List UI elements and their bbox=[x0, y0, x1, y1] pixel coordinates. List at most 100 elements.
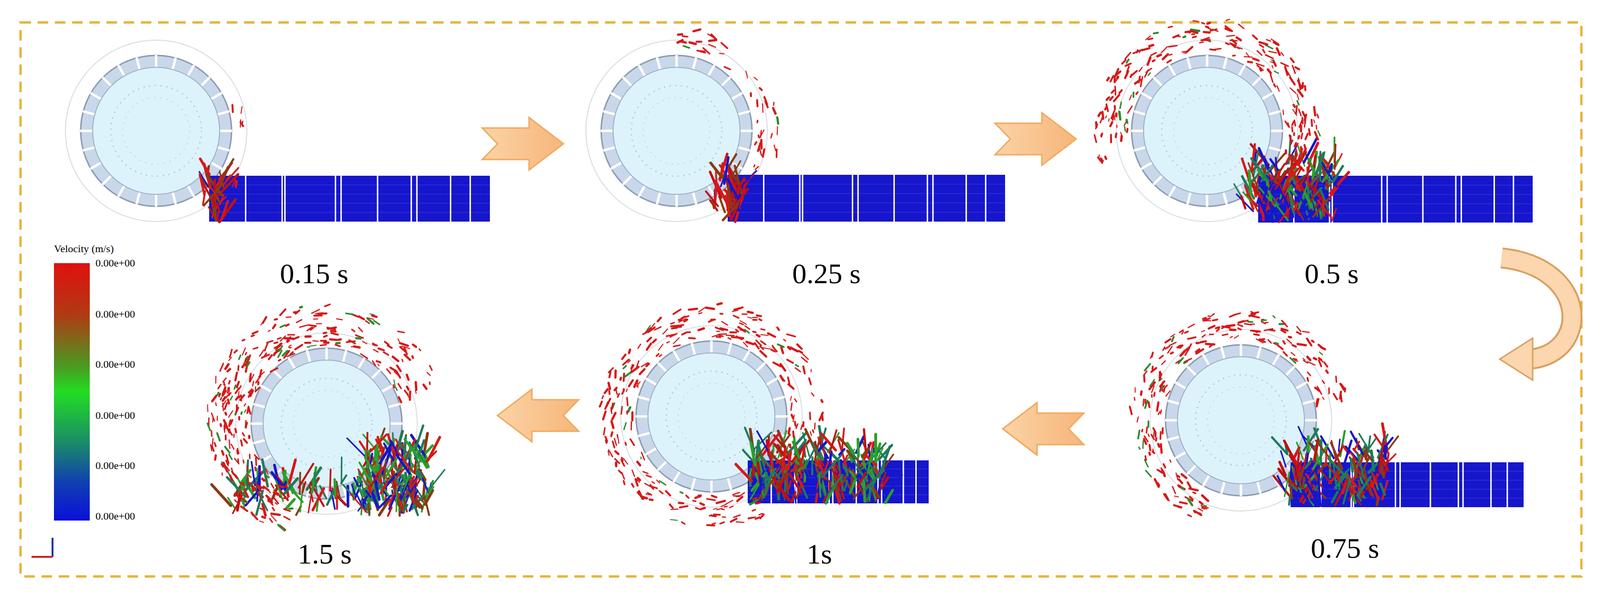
drum-gap bbox=[1175, 382, 1187, 389]
stalk-particle bbox=[257, 478, 259, 501]
stalk-particle bbox=[403, 504, 408, 511]
drum-gap bbox=[1206, 54, 1209, 68]
stalk-gap bbox=[985, 174, 987, 222]
stalk-particle bbox=[1281, 52, 1284, 56]
drum-gap bbox=[638, 185, 646, 197]
stalk-particle bbox=[396, 431, 403, 453]
stalk-particle bbox=[1305, 474, 1311, 481]
stalk-layer bbox=[209, 175, 490, 222]
stalk-particle bbox=[1318, 357, 1324, 362]
stalk-particle bbox=[790, 396, 792, 401]
stalk-particle bbox=[759, 318, 762, 320]
stalk-particle bbox=[1151, 394, 1153, 398]
stalk-particle bbox=[1304, 175, 1311, 183]
drum-core bbox=[1177, 356, 1305, 484]
stalk-particle bbox=[812, 429, 814, 433]
drum-gap bbox=[1167, 436, 1180, 440]
drum-ring bbox=[601, 55, 753, 207]
drum-gap bbox=[390, 422, 403, 425]
stalk-particle bbox=[1225, 26, 1233, 32]
stalk-particle bbox=[1157, 54, 1161, 57]
stalk-particle bbox=[756, 445, 766, 458]
drum-gap bbox=[1187, 366, 1197, 376]
stalk-particle bbox=[1140, 81, 1142, 87]
stalk-particle bbox=[718, 333, 727, 335]
stalk-particle bbox=[1259, 42, 1268, 45]
stalk-particle bbox=[705, 191, 718, 207]
stalk-particle bbox=[1250, 323, 1255, 325]
stalk-block bbox=[209, 175, 490, 222]
stalk-particle bbox=[241, 106, 243, 114]
stalk-particle bbox=[756, 315, 762, 317]
stalk-gap bbox=[1493, 175, 1495, 223]
stalk-gap bbox=[926, 174, 929, 222]
stalk-particle bbox=[1318, 360, 1322, 367]
stalk-particle bbox=[1307, 361, 1315, 365]
stalk-particle bbox=[760, 350, 766, 357]
stalk-particle bbox=[1201, 22, 1205, 24]
stalk-particle bbox=[1354, 441, 1360, 451]
stalk-particle bbox=[1303, 475, 1305, 489]
stalk-particle bbox=[1353, 458, 1357, 478]
stalk-particle bbox=[1181, 331, 1184, 334]
stalk-particle bbox=[1292, 127, 1293, 132]
stalk-particle bbox=[651, 323, 655, 328]
stalk-particle bbox=[1185, 331, 1188, 333]
stalk-particle bbox=[1265, 54, 1273, 59]
stalk-particle bbox=[1154, 437, 1158, 441]
drum-gap bbox=[675, 54, 679, 68]
stalk-particle bbox=[755, 517, 760, 519]
stalk-particle bbox=[1202, 317, 1206, 319]
stalk-particle bbox=[623, 480, 625, 485]
stalk-particle bbox=[614, 462, 618, 467]
stalk-particle bbox=[1295, 105, 1297, 115]
stalk-particle bbox=[1116, 125, 1118, 128]
stalk-particle bbox=[745, 71, 748, 78]
stalk-particle bbox=[1251, 144, 1256, 171]
stalk-particle bbox=[686, 316, 689, 318]
stalk-particle bbox=[614, 370, 617, 378]
stalk-particle bbox=[680, 316, 685, 319]
stalk-gap bbox=[1429, 462, 1431, 508]
stalk-particle bbox=[803, 366, 805, 373]
stalk-particle bbox=[795, 364, 799, 367]
stalk-particle bbox=[844, 480, 848, 491]
drum-ring bbox=[1165, 344, 1317, 496]
stalk-particle bbox=[602, 395, 604, 399]
stalk-particle bbox=[1157, 482, 1160, 486]
drum-gap bbox=[1257, 481, 1261, 494]
stalk-particle bbox=[1249, 314, 1255, 316]
stalk-particle bbox=[863, 479, 865, 501]
stalk-particle bbox=[768, 448, 774, 469]
stalk-particle bbox=[1127, 105, 1133, 113]
stalk-particle bbox=[1269, 169, 1280, 190]
stalk-particle bbox=[656, 353, 659, 356]
stalk-particle bbox=[631, 365, 634, 369]
drum-holes bbox=[110, 85, 202, 177]
stalk-particle bbox=[667, 341, 670, 343]
stalk-particle bbox=[682, 36, 688, 37]
drum-holes bbox=[281, 378, 372, 469]
stalk-particle bbox=[794, 421, 796, 425]
stalk-particle bbox=[754, 342, 759, 349]
stalk-particle bbox=[1161, 46, 1168, 53]
stalk-particle bbox=[1293, 447, 1300, 458]
stalk-particle bbox=[1315, 440, 1329, 457]
stalk-particle bbox=[1268, 51, 1277, 53]
stalk-particle bbox=[658, 344, 663, 351]
stalk-particle bbox=[1249, 170, 1251, 195]
stalk-particle bbox=[1253, 330, 1258, 333]
stalk-particle bbox=[1187, 482, 1191, 488]
drum-gap bbox=[603, 147, 615, 151]
stalk-particle bbox=[1144, 459, 1148, 467]
stalk-particle bbox=[840, 460, 843, 477]
stalk-particle bbox=[1295, 143, 1299, 147]
stalk-particle bbox=[803, 432, 810, 456]
stalk-particle bbox=[637, 381, 638, 388]
drum-gap bbox=[1304, 419, 1317, 422]
stalk-particle bbox=[1157, 469, 1163, 473]
drum-gap bbox=[1141, 162, 1153, 170]
stalk-particle bbox=[1169, 459, 1171, 462]
stalk-particle bbox=[783, 339, 786, 341]
stalk-particle bbox=[880, 472, 886, 485]
